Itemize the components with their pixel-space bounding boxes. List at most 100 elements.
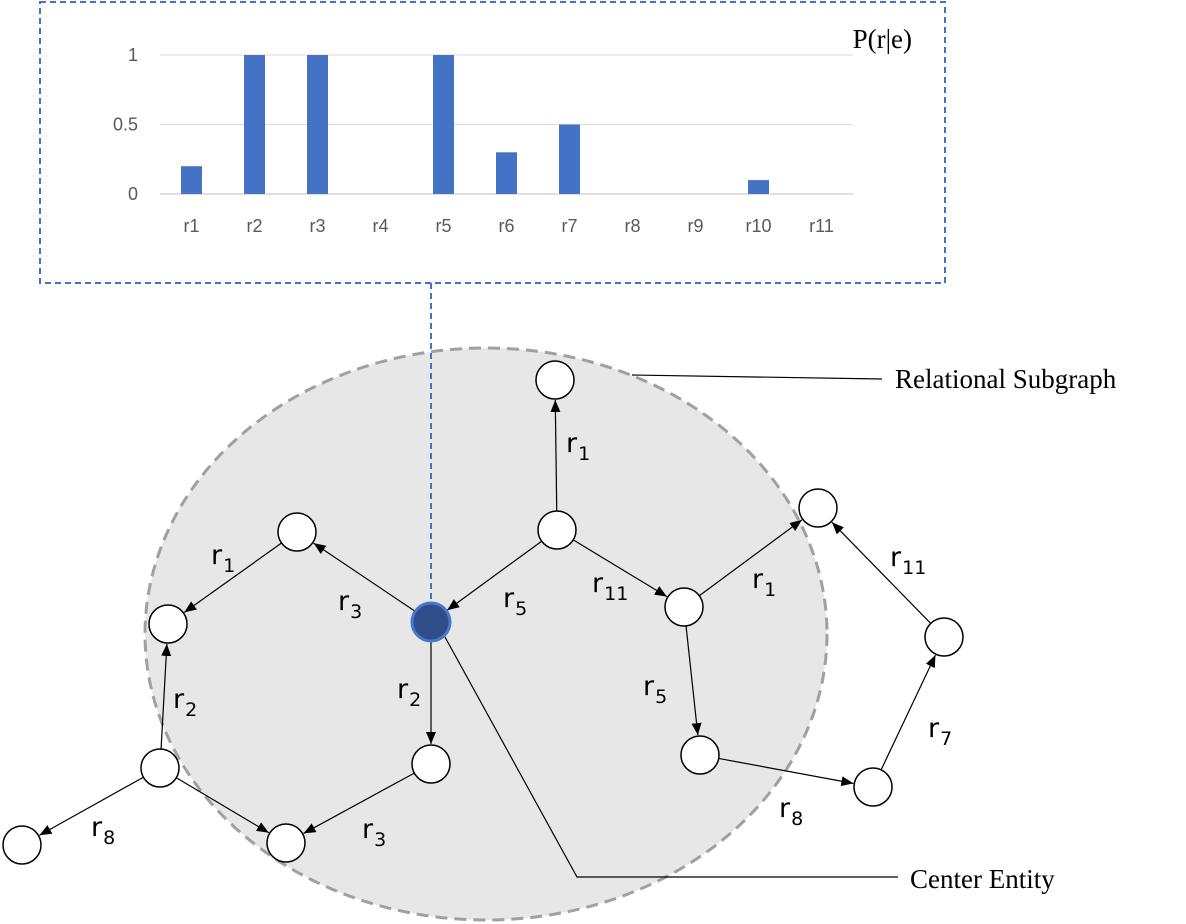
edge-relation-label: r3	[362, 814, 386, 851]
bar-r7	[559, 124, 580, 194]
entity-node	[2, 825, 42, 865]
edge-label-base: r	[752, 564, 764, 595]
edge-label-base: r	[592, 568, 604, 599]
edge-arrow	[39, 776, 144, 836]
edge-arrow	[303, 772, 415, 834]
y-tick-label: 0.5	[113, 115, 138, 135]
center-entity-node	[410, 601, 452, 643]
bar-r6	[496, 152, 517, 194]
relational-subgraph-region	[143, 346, 829, 922]
chart-title: P(r|e)	[853, 24, 912, 54]
edge-relation-label: r8	[779, 793, 803, 830]
edge-arrow	[718, 757, 854, 787]
edge-label-subscript: 11	[604, 583, 628, 605]
entity-node	[680, 735, 720, 775]
subgraph-callout-label: Relational Subgraph	[895, 364, 1117, 394]
edge-relation-label: r7	[928, 713, 952, 750]
chart-bars	[181, 55, 769, 194]
x-tick-label: r6	[498, 216, 514, 236]
bar-r2	[244, 55, 265, 194]
bar-r10	[748, 180, 769, 194]
subgraph-callout-line	[631, 374, 883, 380]
entity-node	[148, 604, 188, 644]
graph-edges	[39, 399, 936, 836]
graph-nodes	[2, 360, 964, 865]
edge-label-base: r	[503, 583, 515, 614]
edge-relation-label: r5	[503, 583, 527, 620]
x-tick-label: r8	[624, 216, 640, 236]
x-tick-label: r4	[372, 216, 388, 236]
bar-r3	[307, 55, 328, 194]
y-tick-label: 1	[128, 45, 138, 65]
edge-arrow	[880, 654, 936, 771]
edge-relation-label: r2	[173, 684, 197, 721]
center-entity-callout-label: Center Entity	[910, 864, 1055, 894]
edge-arrow	[685, 625, 702, 736]
x-tick-label: r2	[246, 216, 262, 236]
edge-label-subscript: 2	[409, 689, 421, 711]
entity-node	[537, 510, 577, 550]
edge-label-base: r	[338, 586, 350, 617]
edge-label-base: r	[362, 814, 374, 845]
edge-label-base: r	[173, 684, 185, 715]
entity-node	[853, 767, 893, 807]
entity-node	[140, 748, 180, 788]
edge-label-subscript: 1	[223, 555, 235, 577]
entity-node	[266, 823, 306, 863]
entity-node	[411, 744, 451, 784]
edge-arrow	[831, 521, 932, 624]
edge-label-base: r	[397, 674, 409, 705]
x-tick-label: r3	[309, 216, 325, 236]
edge-label-base: r	[779, 793, 791, 824]
edge-label-subscript: 8	[791, 808, 803, 830]
x-tick-label: r11	[809, 216, 834, 236]
center-entity-callout-line	[444, 636, 898, 878]
edge-label-subscript: 8	[103, 827, 115, 849]
entity-node	[277, 512, 317, 552]
edge-relation-label: r11	[592, 568, 628, 605]
edge-arrow	[313, 542, 416, 612]
edge-arrow	[572, 539, 668, 598]
edge-label-base: r	[211, 540, 223, 571]
edge-arrow	[446, 540, 543, 611]
edge-label-subscript: 3	[374, 829, 386, 851]
edge-relation-label: r1	[211, 540, 235, 577]
edge-label-subscript: 7	[940, 728, 952, 750]
edge-label-base: r	[928, 713, 940, 744]
edge-label-subscript: 1	[764, 579, 776, 601]
edge-label-subscript: 11	[902, 557, 926, 579]
x-tick-label: r7	[561, 216, 577, 236]
bar-r5	[433, 55, 454, 194]
x-tick-label: r5	[435, 216, 451, 236]
edge-label-subscript: 3	[350, 601, 362, 623]
x-tick-label: r1	[183, 216, 199, 236]
edge-relation-label: r11	[890, 542, 926, 579]
y-tick-label: 0	[128, 184, 138, 204]
entity-node	[664, 587, 704, 627]
entity-node	[535, 360, 575, 400]
edge-label-base: r	[566, 428, 578, 459]
edge-arrow	[550, 399, 561, 512]
x-tick-label: r10	[745, 216, 771, 236]
entity-node	[798, 488, 838, 528]
entity-node	[924, 617, 964, 657]
edge-label-subscript: 5	[655, 686, 667, 708]
edge-relation-label: r1	[566, 428, 590, 465]
chart-dashed-frame	[39, 1, 946, 284]
edge-arrow	[160, 643, 172, 750]
x-tick-label: r9	[687, 216, 703, 236]
edge-arrow	[176, 777, 270, 834]
edge-relation-label: r5	[643, 671, 667, 708]
edge-label-subscript: 5	[515, 598, 527, 620]
edge-arrow	[698, 519, 803, 597]
edge-label-base: r	[643, 671, 655, 702]
edge-label-subscript: 2	[185, 699, 197, 721]
edge-label-base: r	[890, 542, 902, 573]
chart-y-tick-labels: 00.51	[113, 45, 138, 204]
edge-label-subscript: 1	[578, 443, 590, 465]
edge-relation-label: r3	[338, 586, 362, 623]
edge-arrow	[183, 542, 282, 613]
